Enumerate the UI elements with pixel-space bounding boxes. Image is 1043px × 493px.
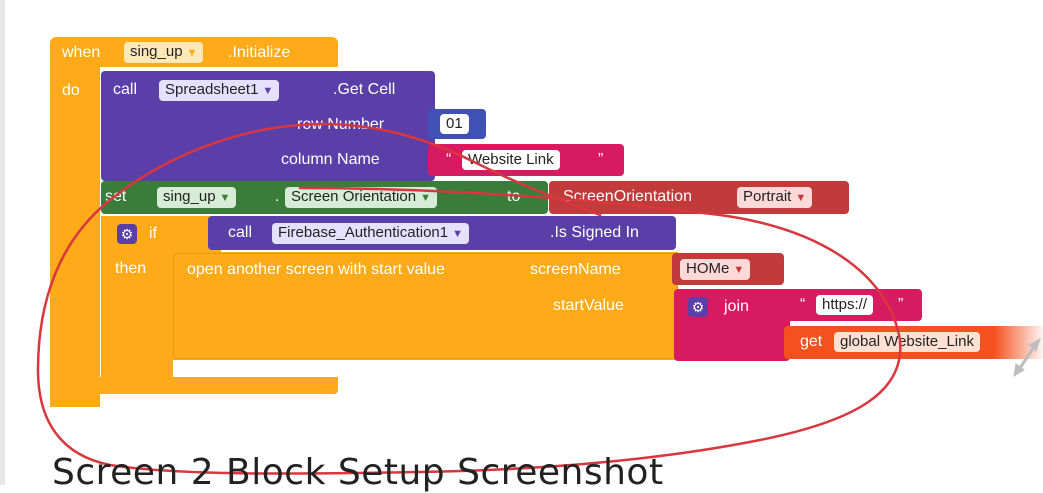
firebase-component-dropdown[interactable]: Firebase_Authentication1▼ <box>272 223 470 244</box>
when-keyword: when <box>62 44 101 61</box>
get-keyword: get <box>800 333 823 350</box>
set-component-label: sing_up <box>163 188 216 205</box>
column-name-value[interactable]: Website Link <box>462 150 560 170</box>
set-orientation-block[interactable]: set sing_up▼ . Screen Orientation▼ to <box>101 181 548 214</box>
screen-name-label: screenName <box>530 261 621 278</box>
spreadsheet-component-dropdown[interactable]: Spreadsheet1▼ <box>159 80 280 101</box>
event-name-label: .Initialize <box>228 44 291 61</box>
page-caption: Screen 2 Block Setup Screenshot <box>52 452 664 493</box>
open-quote-icon: “ <box>446 151 452 168</box>
dropdown-arrow-icon: ▼ <box>262 85 274 97</box>
then-keyword: then <box>115 260 147 277</box>
set-property-label: Screen Orientation <box>291 188 417 205</box>
row-number-value[interactable]: 01 <box>440 114 469 134</box>
set-component-dropdown[interactable]: sing_up▼ <box>157 187 237 208</box>
dropdown-arrow-icon: ▼ <box>733 264 745 276</box>
set-property-dropdown[interactable]: Screen Orientation▼ <box>285 187 437 208</box>
do-keyword: do <box>62 82 80 99</box>
close-quote-icon: ” <box>598 151 604 168</box>
expand-icon[interactable] <box>1010 334 1043 380</box>
open-screen-body <box>173 253 678 359</box>
column-name-text-block[interactable]: “ Website Link ” <box>428 144 624 176</box>
dropdown-arrow-icon: ▼ <box>795 192 807 204</box>
call-keyword: call <box>113 81 138 98</box>
spreadsheet-component-label: Spreadsheet1 <box>165 81 259 98</box>
column-name-label: column Name <box>281 151 380 168</box>
url-text-block[interactable]: “ https:// ” <box>784 289 922 321</box>
gear-icon[interactable]: ⚙ <box>688 297 708 317</box>
to-keyword: to <box>507 188 521 205</box>
page-left-border <box>0 0 5 485</box>
dropdown-arrow-icon: ▼ <box>452 228 464 240</box>
dropdown-arrow-icon: ▼ <box>186 47 198 59</box>
close-quote-icon: ” <box>898 296 904 313</box>
screen-name-dropdown[interactable]: HOMe▼ <box>680 259 751 280</box>
firebase-component-label: Firebase_Authentication1 <box>278 224 449 241</box>
open-screen-label: open another screen with start value <box>187 261 445 278</box>
get-variable-dropdown[interactable]: global Website_Link <box>834 332 980 352</box>
event-component-label: sing_up <box>130 43 183 60</box>
gear-icon[interactable]: ⚙ <box>117 224 137 244</box>
is-signed-in-block[interactable]: call Firebase_Authentication1▼ .Is Signe… <box>208 216 676 250</box>
orientation-value-dropdown[interactable]: Portrait▼ <box>737 187 813 208</box>
get-cell-method-label: .Get Cell <box>333 81 396 98</box>
url-text-value[interactable]: https:// <box>816 295 874 315</box>
dropdown-arrow-icon: ▼ <box>420 192 431 204</box>
event-block-initialize[interactable]: when sing_up▼ .Initialize do <box>50 37 338 407</box>
orientation-value-label: Portrait <box>743 188 792 205</box>
if-footer <box>101 360 173 381</box>
get-cell-block[interactable]: call Spreadsheet1▼ .Get Cell row Number … <box>101 71 435 181</box>
is-signed-in-label: .Is Signed In <box>550 224 639 241</box>
set-dot-label: . <box>275 188 280 205</box>
row-number-block[interactable]: 01 <box>428 109 486 139</box>
if-spine <box>101 216 173 381</box>
event-component-dropdown[interactable]: sing_up▼ <box>124 42 204 63</box>
screen-name-block[interactable]: HOMe▼ <box>672 253 784 285</box>
call-keyword: call <box>228 224 253 241</box>
start-value-label: startValue <box>553 297 624 314</box>
open-screen-block[interactable]: open another screen with start value scr… <box>173 253 678 359</box>
join-label: join <box>724 298 749 315</box>
get-variable-block[interactable]: get global Website_Link <box>784 326 1043 359</box>
if-keyword: if <box>149 225 157 242</box>
screen-orientation-block[interactable]: ScreenOrientation Portrait▼ <box>549 181 849 214</box>
event-block-footer <box>50 377 338 394</box>
dropdown-arrow-icon: ▼ <box>219 192 231 204</box>
get-variable-value: global Website_Link <box>840 333 974 350</box>
join-block[interactable]: ⚙ join <box>674 289 790 361</box>
open-quote-icon: “ <box>800 296 806 313</box>
screen-name-value: HOMe <box>686 260 730 277</box>
